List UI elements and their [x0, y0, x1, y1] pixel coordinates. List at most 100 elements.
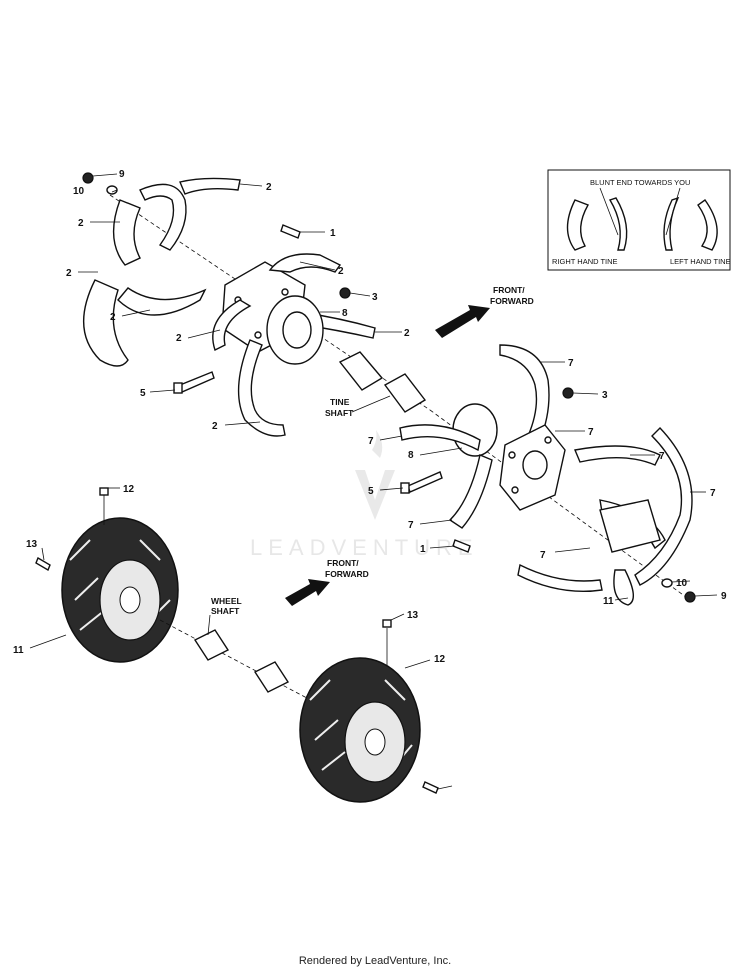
inset-right-tine-straight: [608, 197, 628, 251]
right-tine-assembly: [399, 344, 696, 606]
tine-inner-2: [237, 339, 286, 437]
tine-left-outer-5: [179, 177, 241, 195]
inset-left-tine-curved: [697, 199, 718, 251]
callout-9: 9: [721, 591, 727, 602]
callout-8: 8: [408, 450, 414, 461]
right-wheel: [299, 619, 439, 803]
callout-2: 2: [212, 421, 218, 432]
callout-10: 10: [73, 186, 85, 197]
inset-leader: [665, 187, 681, 236]
inset-left-label: LEFT HAND TINE: [670, 257, 731, 266]
callout-2: 2: [266, 182, 272, 193]
tine-shaft-seg-2: [383, 373, 427, 413]
tine-inner-1: [212, 299, 252, 351]
callout-2: 2: [176, 333, 182, 344]
tine-left-outer-3: [117, 287, 207, 316]
hub-plate-right: [599, 499, 661, 553]
front-forward-arrow-top: FRONT/ FORWARD: [435, 285, 534, 338]
tine-right-outer-1: [574, 445, 661, 466]
callout-12: 13: [26, 539, 38, 550]
washer-10: [106, 185, 118, 195]
callout-5: 5: [140, 388, 146, 399]
callout-3: 3: [602, 390, 608, 401]
left-tine-assembly: [82, 172, 431, 437]
callout-2: 2: [404, 328, 410, 339]
tine-right-outer-2: [634, 426, 693, 586]
left-hub: [119, 586, 141, 614]
callout-7: 7: [408, 520, 414, 531]
tine-right-inner-2: [448, 454, 493, 529]
tine-right-outer-4: [517, 563, 603, 593]
wheel-shaft-seg-1: [193, 629, 230, 661]
front-top-line2: FORWARD: [490, 296, 534, 306]
nut-9: [82, 172, 94, 184]
washer-10-right: [661, 578, 673, 588]
flange-hole: [508, 451, 516, 459]
bolt-5-right: [407, 471, 443, 493]
hub-right-bore: [522, 450, 548, 480]
tine-right-outer-5: [613, 569, 634, 606]
tine-hub-bore: [282, 311, 312, 349]
callout-7: 7: [368, 436, 374, 447]
wheel-shaft: [159, 619, 321, 706]
tine-right-top: [499, 344, 550, 441]
callout-2: 2: [66, 268, 72, 279]
callout-3: 3: [372, 292, 378, 303]
nut-3: [339, 287, 351, 299]
callout-2: 2: [338, 266, 344, 277]
left-wheel: [35, 487, 179, 663]
inset-right-label: RIGHT HAND TINE: [552, 257, 618, 266]
callout-1: 1: [420, 544, 426, 555]
flange-hole: [544, 436, 552, 444]
bolt-1-right: [452, 539, 471, 553]
bolt-5-left: [179, 371, 215, 393]
watermark-text: LEADVENTURE: [250, 535, 479, 560]
right-hub: [364, 728, 386, 756]
inset-right-tine-curved: [566, 199, 590, 251]
bolt-1-top: [280, 224, 301, 239]
inset-leader: [599, 187, 619, 236]
tine-shaft-label-1: TINE: [330, 397, 350, 407]
front-arrow-bottom-icon: [285, 579, 330, 606]
tine-left-outer-1: [83, 279, 129, 367]
tine-orientation-inset: BLUNT END TOWARDS YOU RIGHT HAND TINE LE…: [547, 169, 731, 271]
nut-3-right: [562, 387, 574, 399]
bolt-11-right-head: [382, 619, 392, 628]
tine-left-outer-4: [139, 183, 187, 251]
front-bottom-line2: FORWARD: [325, 569, 369, 579]
tine-shaft-seg-1: [338, 351, 384, 391]
callout-1: 1: [330, 228, 336, 239]
bolt-5-head: [173, 382, 183, 394]
callout-11: 12: [123, 484, 135, 495]
right-tire-tread: [309, 679, 413, 771]
pin-12-left: [35, 556, 51, 572]
render-credit-footer: Rendered by LeadVenture, Inc.: [298, 955, 452, 967]
wheel-shaft-label-1: WHEEL: [211, 596, 242, 606]
flange-hole: [511, 486, 519, 494]
tine-shaft-label-2: SHAFT: [325, 408, 354, 418]
callout-8: 8: [342, 308, 348, 319]
nut-9-right: [684, 591, 696, 603]
pin-12-right: [422, 781, 439, 794]
callout-11: 13: [407, 610, 419, 621]
front-top-line1: FRONT/: [493, 285, 525, 295]
callout-5: 5: [368, 486, 374, 497]
bolt-11-left-head: [99, 487, 109, 496]
flange-hole: [254, 331, 262, 339]
tine-left-outer-2: [112, 199, 141, 266]
wheel-shaft-label-2: SHAFT: [211, 606, 240, 616]
wheel-axis-line: [159, 619, 321, 706]
callout-numbers: 9 10 2 2 2 2 2 2 2 2 1 3 8 5 7 3 7 7 8 7…: [13, 169, 727, 665]
callout-10: 10: [676, 578, 688, 589]
tine-right-inner-1: [399, 424, 481, 452]
callout-7: 7: [568, 358, 574, 369]
callout-7: 7: [710, 488, 716, 499]
front-forward-arrow-bottom: FRONT/ FORWARD: [285, 558, 369, 606]
callout-7: 7: [540, 550, 546, 561]
wheel-shaft-seg-2: [253, 661, 290, 693]
left-tire-tread: [69, 539, 171, 631]
leader-lines: [29, 173, 718, 790]
callout-7: 11: [603, 596, 614, 607]
flange-hole: [281, 288, 289, 296]
